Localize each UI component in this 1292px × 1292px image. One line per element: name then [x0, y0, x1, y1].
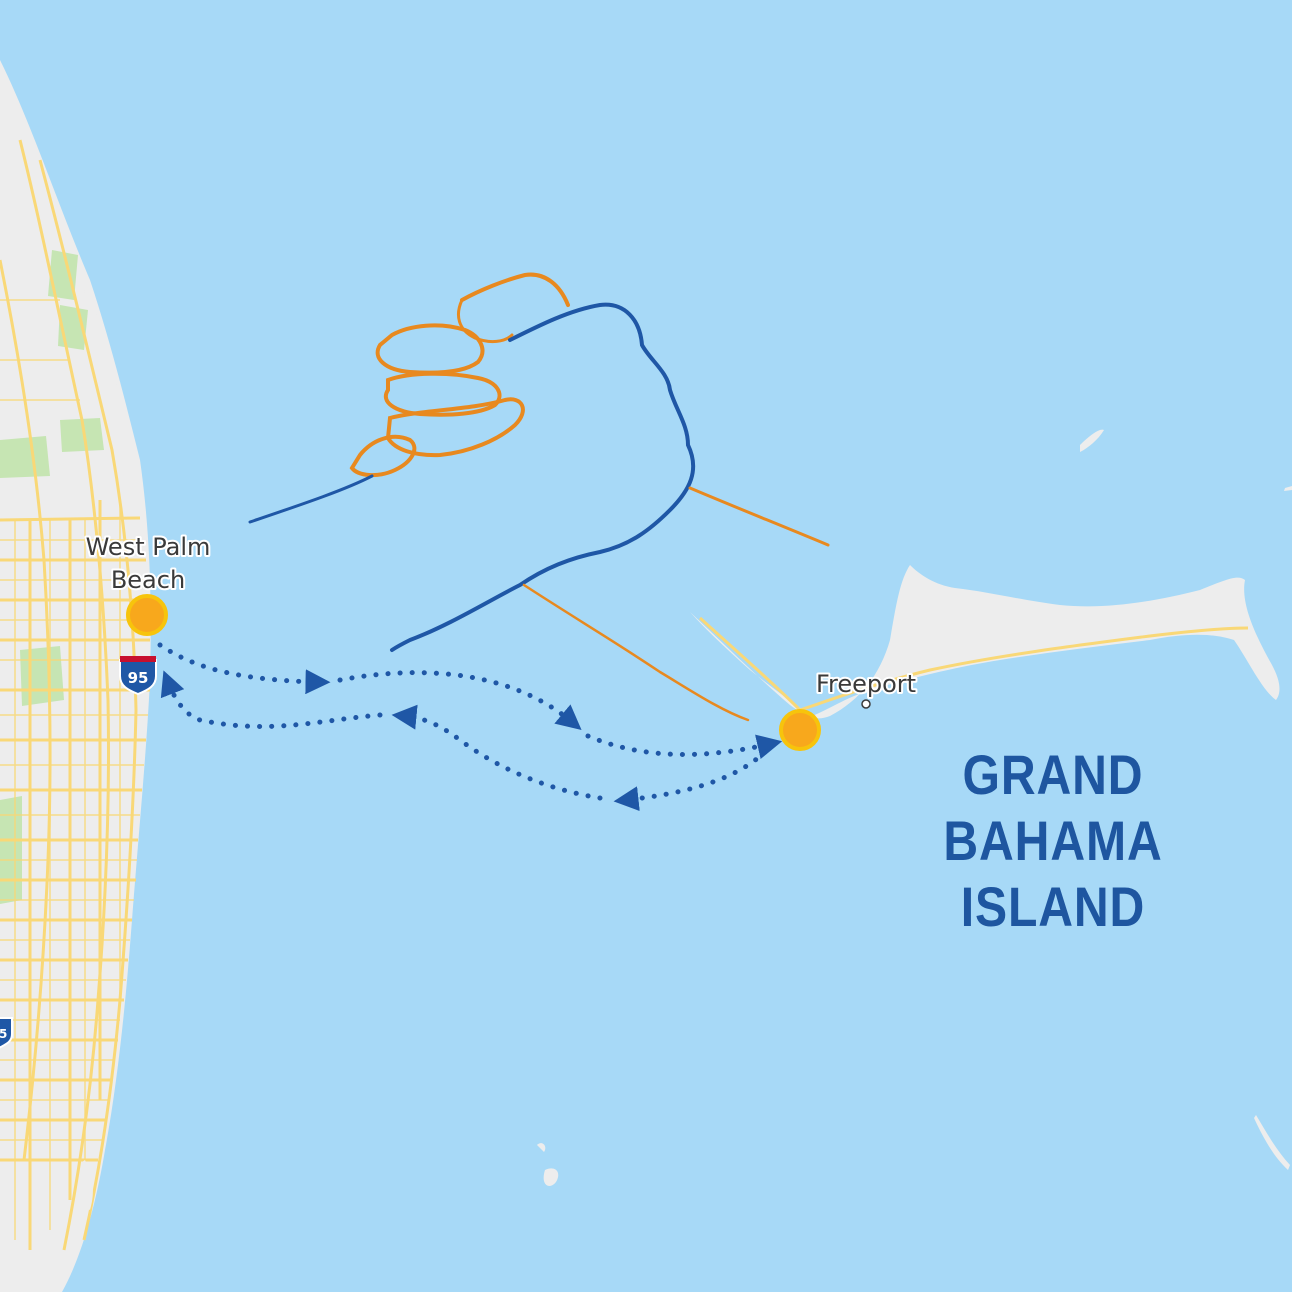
island-title-line1: GRAND BAHAMA	[943, 743, 1163, 872]
marker-freeport[interactable]	[779, 709, 821, 751]
label-west-palm-line2: Beach	[111, 566, 185, 594]
shield-label-south: 95	[0, 1027, 7, 1041]
route-outbound-1	[157, 642, 331, 695]
label-west-palm-line1: West Palm	[86, 533, 211, 561]
route-outbound-2	[337, 670, 582, 731]
island-title-line2: ISLAND	[960, 875, 1146, 938]
marker-west-palm-beach[interactable]	[126, 594, 168, 636]
grand-bahama-landmass[interactable]	[537, 429, 1292, 1186]
handshake-icon	[248, 272, 830, 722]
florida-landmass[interactable]	[0, 60, 151, 1292]
label-freeport: Freeport	[816, 670, 916, 698]
route-return-1	[391, 704, 603, 801]
interstate-95-shield: 95	[119, 656, 157, 696]
route-outbound-3	[585, 733, 783, 759]
interstate-95-shield-south: 95	[0, 1017, 13, 1049]
route-return-3	[613, 749, 768, 812]
freeport-city-dot	[861, 699, 871, 709]
shield-label-north: 95	[128, 669, 149, 687]
ferry-routes[interactable]	[157, 642, 783, 812]
island-title: GRAND BAHAMA ISLAND	[860, 742, 1247, 940]
